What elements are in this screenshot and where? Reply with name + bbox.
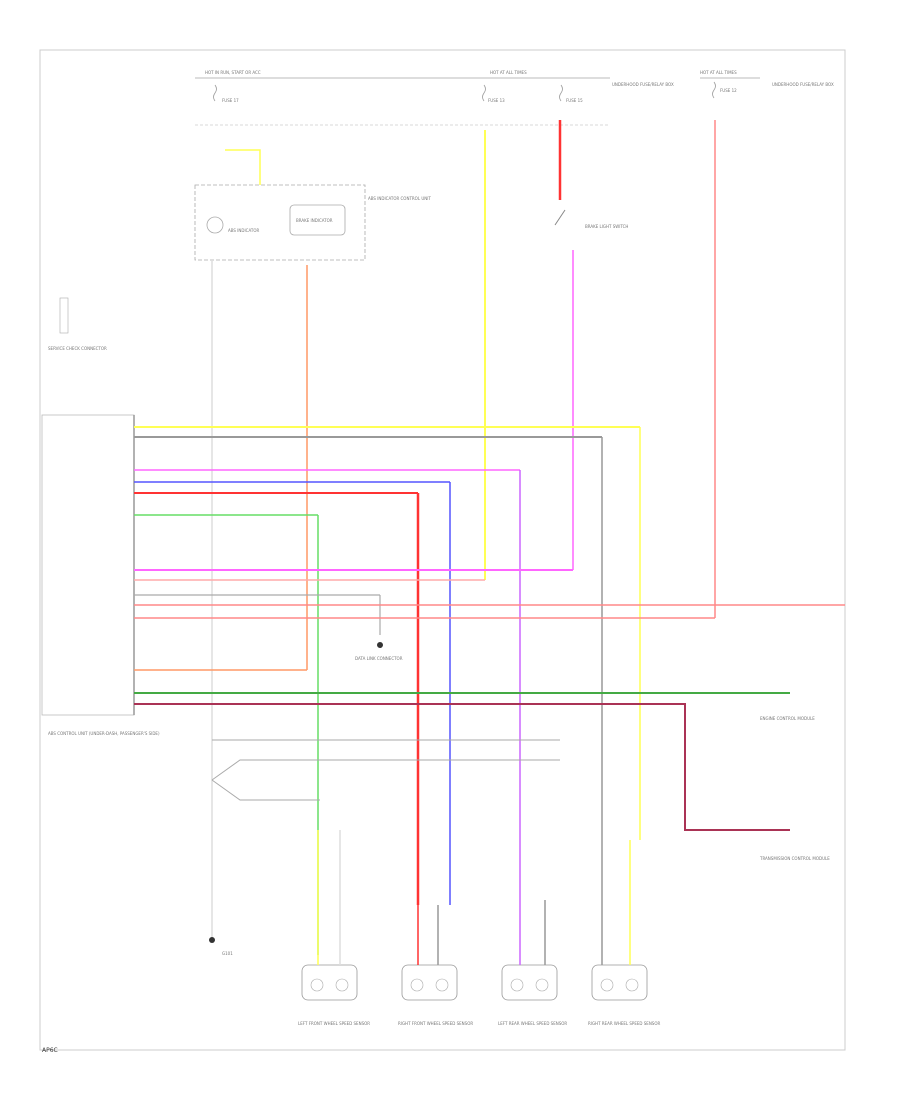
ground-label: G101 (222, 951, 233, 956)
indicator-unit-label: ABS INDICATOR CONTROL UNIT (368, 196, 431, 201)
abs-control-unit-label: ABS CONTROL UNIT (UNDER-DASH, PASSENGER'… (48, 731, 160, 736)
fuse-b-symbol (482, 84, 486, 102)
wheel-speed-sensors: LEFT FRONT WHEEL SPEED SENSOR RIGHT FRON… (298, 964, 660, 1026)
sensor-wire-stubs (317, 830, 631, 965)
top-left-bus-label: HOT IN RUN, START OR ACC (205, 70, 261, 75)
brake-indicator-box (289, 204, 346, 236)
top-right-bus-label: HOT AT ALL TIMES (700, 70, 737, 75)
sensor-lf-label: LEFT FRONT WHEEL SPEED SENSOR (298, 1021, 370, 1026)
fuse-box-ref2-label: UNDERHOOD FUSE/RELAY BOX (772, 82, 834, 87)
fuse-d-label: FUSE 12 (720, 88, 737, 93)
sensor-rr: RIGHT REAR WHEEL SPEED SENSOR (588, 964, 660, 1026)
top-mid-bus-label: HOT AT ALL TIMES (490, 70, 527, 75)
diagram-frame (39, 49, 846, 1051)
fuse-c-label: FUSE 15 (566, 98, 583, 103)
shield-top (211, 759, 560, 781)
fuse-symbols (213, 81, 716, 102)
sensor-lr: LEFT REAR WHEEL SPEED SENSOR (498, 964, 567, 1026)
sensor-lf: LEFT FRONT WHEEL SPEED SENSOR (298, 964, 370, 1026)
sensor-rf-label: RIGHT FRONT WHEEL SPEED SENSOR (398, 1021, 473, 1026)
brake-switch-label: BRAKE LIGHT SWITCH (585, 224, 628, 229)
fuse-c-symbol (559, 84, 563, 102)
connector-wires (134, 426, 845, 955)
dlc-terminal (377, 642, 383, 648)
tcm-label: TRANSMISSION CONTROL MODULE (759, 856, 830, 861)
dlc-label: DATA LINK CONNECTOR (355, 656, 403, 661)
abs-control-unit-outline (41, 414, 135, 716)
brake-indicator-label: BRAKE INDICATOR (296, 218, 333, 223)
fuse-box-ref-label: UNDERHOOD FUSE/RELAY BOX (612, 82, 674, 87)
sensor-lr-label: LEFT REAR WHEEL SPEED SENSOR (498, 1021, 567, 1026)
sensor-rr-label: RIGHT REAR WHEEL SPEED SENSOR (588, 1021, 660, 1026)
fuse-d-symbol (712, 81, 716, 99)
indicator-unit-box (194, 184, 366, 261)
shield-bottom (211, 779, 320, 801)
wire-yellow-relay (225, 149, 261, 185)
fuse-a-symbol (213, 84, 217, 102)
ground-terminal (209, 937, 215, 943)
sensor-rf: RIGHT FRONT WHEEL SPEED SENSOR (398, 964, 473, 1026)
wire-row-maroon (134, 703, 790, 831)
fuse-a-label: FUSE 17 (222, 98, 239, 103)
abs-indicator-bulb (206, 216, 224, 234)
abs-indicator-label: ABS INDICATOR (228, 228, 259, 233)
footer-code: AP6C (42, 1047, 58, 1054)
ecm-label: ENGINE CONTROL MODULE (760, 716, 815, 721)
service-check-connector-box (59, 297, 69, 334)
service-check-label: SERVICE CHECK CONNECTOR (48, 346, 107, 351)
fuse-b-label: FUSE 13 (488, 98, 505, 103)
shield-wires (211, 739, 560, 801)
brake-switch-symbol (554, 209, 566, 226)
